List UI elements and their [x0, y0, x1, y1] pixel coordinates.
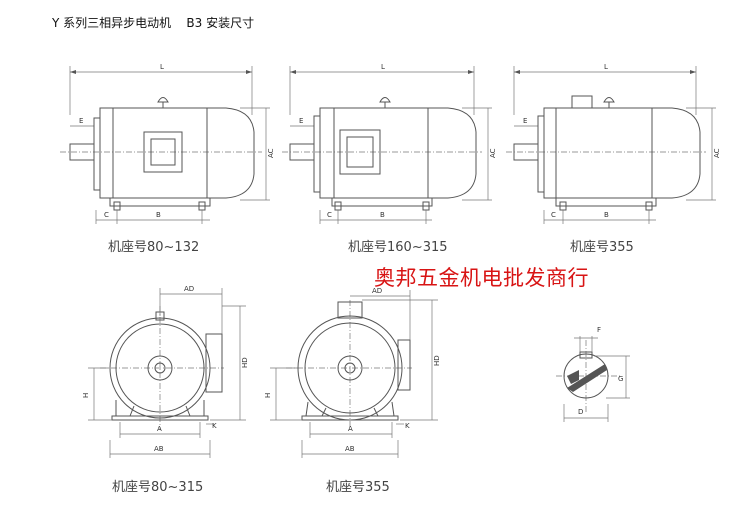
dim-K-label-2: K	[405, 422, 410, 430]
dim-L-label-3: L	[604, 63, 608, 71]
dim-H-label-2: H	[264, 393, 272, 398]
dim-E-label: E	[79, 117, 83, 125]
shaft-section-view: F G D	[556, 326, 630, 422]
dim-AC-label-3: AC	[713, 148, 721, 158]
dim-C-label-3: C	[551, 211, 556, 219]
dim-A-label: A	[157, 425, 162, 433]
dim-L-label: L	[160, 63, 164, 71]
dim-F-label: F	[597, 326, 601, 334]
dim-E-label-2: E	[299, 117, 303, 125]
caption-355: 机座号355	[570, 240, 634, 255]
dim-C-label: C	[104, 211, 109, 219]
dim-C-label-2: C	[327, 211, 332, 219]
end-view-355: AD HD H A K AB 机座号355	[264, 287, 441, 495]
side-view-80-132: L E AC C B 机座号80~132	[60, 63, 275, 255]
dim-G-label: G	[618, 375, 623, 383]
dim-E-label-3: E	[523, 117, 527, 125]
side-view-160-315: L E AC C B 机座号160~315	[282, 63, 497, 255]
dim-AB-label-2: AB	[345, 445, 355, 453]
caption-355-end: 机座号355	[326, 480, 390, 495]
page-title: Y 系列三相异步电动机 B3 安装尺寸	[52, 16, 255, 30]
dim-K-label: K	[212, 422, 217, 430]
dim-AC-label: AC	[267, 148, 275, 158]
dim-AB-label: AB	[154, 445, 164, 453]
caption-80-315: 机座号80~315	[112, 480, 203, 495]
dim-H-label: H	[82, 393, 90, 398]
dim-AC-label-2: AC	[489, 148, 497, 158]
dim-AD-label: AD	[184, 285, 194, 293]
dim-B-label: B	[156, 211, 161, 219]
dim-D-label: D	[578, 408, 583, 416]
dim-HD-label-2: HD	[433, 355, 441, 366]
caption-160-315: 机座号160~315	[348, 240, 448, 255]
dim-B-label-2: B	[380, 211, 385, 219]
dim-AD-label-2: AD	[372, 287, 382, 295]
caption-80-132: 机座号80~132	[108, 240, 199, 255]
dim-L-label-2: L	[381, 63, 385, 71]
side-view-355: L E AC C B 机座号355	[506, 63, 721, 255]
end-view-80-315: AD HD H A K AB 机座号80~315	[82, 285, 249, 495]
dim-HD-label: HD	[241, 357, 249, 368]
dim-B-label-3: B	[604, 211, 609, 219]
watermark-text: 奥邦五金机电批发商行	[374, 266, 589, 290]
dim-A-label-2: A	[348, 425, 353, 433]
